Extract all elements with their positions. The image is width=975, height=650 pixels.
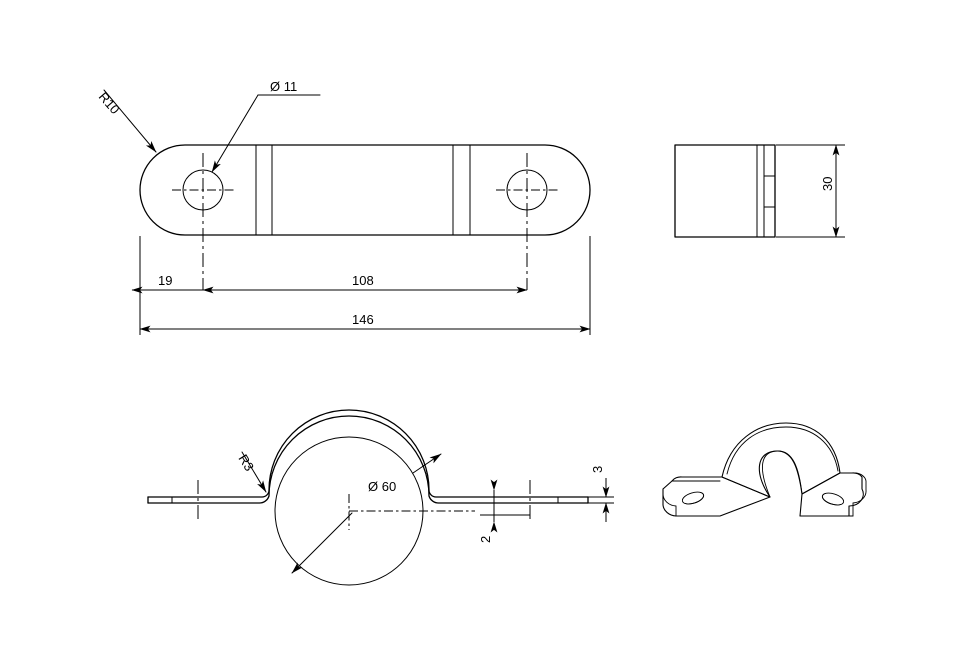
r10-leader-line bbox=[103, 89, 157, 153]
dim30-label: 30 bbox=[820, 177, 835, 191]
iso-arch-outer-curve bbox=[726, 426, 839, 475]
iso-right-foot-top-edge bbox=[845, 472, 867, 517]
saddle-inner-profile bbox=[147, 415, 589, 504]
isometric-view bbox=[662, 422, 867, 517]
dia11-leader-line bbox=[211, 94, 259, 173]
top-view: R10 Ø 11 19 108 146 bbox=[96, 79, 591, 335]
dim108-label: 108 bbox=[352, 273, 374, 288]
iso-left-foot-hole-inner bbox=[684, 492, 705, 505]
right-side-view: 30 bbox=[674, 144, 845, 238]
arch-radius-pointer bbox=[412, 453, 442, 474]
iso-left-foot bbox=[662, 476, 771, 517]
iso-right-crease bbox=[801, 472, 841, 495]
r10-label: R10 bbox=[96, 89, 123, 117]
dim2-label: 2 bbox=[478, 536, 493, 543]
dia11-label: Ø 11 bbox=[270, 79, 297, 94]
dim3-label: 3 bbox=[590, 466, 605, 473]
r3-leader-line bbox=[241, 451, 267, 493]
dia60-label: Ø 60 bbox=[368, 479, 396, 494]
dim146-label: 146 bbox=[352, 312, 374, 327]
dim19-label: 19 bbox=[158, 273, 172, 288]
iso-arch-inner-curve bbox=[762, 450, 803, 498]
front-section-view: Ø 60 R3 2 3 bbox=[147, 409, 614, 586]
iso-right-foot-hole-inner bbox=[821, 493, 842, 506]
dia60-leader-line bbox=[291, 512, 353, 574]
side-view-body-outline bbox=[674, 144, 776, 238]
iso-left-crease bbox=[721, 476, 771, 498]
r3-label: R3 bbox=[235, 452, 257, 474]
iso-left-foot-edge bbox=[662, 488, 677, 517]
top-view-body-outline bbox=[139, 144, 591, 236]
